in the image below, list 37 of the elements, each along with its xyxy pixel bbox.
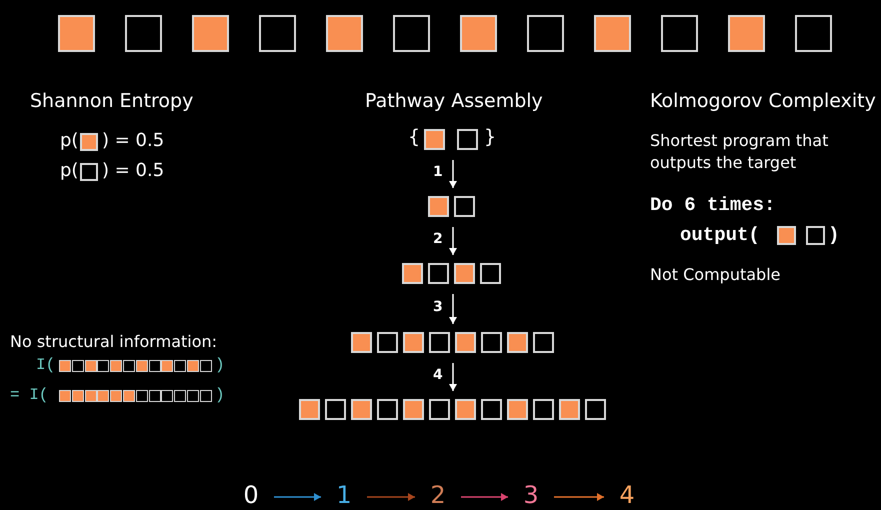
probability-text: p( — [60, 130, 78, 151]
section-heading: Kolmogorov Complexity — [650, 90, 876, 112]
step-number: 4 — [616, 480, 638, 510]
description-text: Shortest program that outputs the target — [650, 130, 830, 174]
arrow — [274, 493, 321, 501]
arrow — [461, 493, 508, 501]
formula-text: = I( — [10, 386, 48, 404]
arrow — [449, 294, 457, 324]
note-text: No structural information: — [10, 332, 218, 351]
square-sequence-drawing — [351, 332, 554, 353]
step-number: 2 — [427, 480, 449, 510]
formula-text: ) — [215, 386, 225, 404]
code-text: ) — [828, 224, 840, 246]
step-number: 3 — [520, 480, 542, 510]
square-sequence-drawing — [428, 196, 475, 217]
probability-text: ) = 0.5 — [102, 130, 164, 151]
section-heading: Pathway Assembly — [365, 90, 543, 112]
brace-text: } — [484, 126, 496, 148]
square-sequence-drawing — [299, 399, 606, 420]
note-text: Not Computable — [650, 265, 780, 284]
step-number: 0 — [240, 480, 262, 510]
brace-text: { — [408, 126, 420, 148]
arrow — [449, 160, 457, 188]
arrow — [449, 363, 457, 391]
square-sequence-drawing — [424, 129, 478, 150]
code-text: output( — [680, 224, 760, 246]
arrow — [449, 227, 457, 255]
arrow — [554, 493, 604, 501]
probability-text: ) = 0.5 — [102, 160, 164, 181]
section-heading: Shannon Entropy — [30, 90, 194, 112]
formula-text: I( — [36, 356, 56, 374]
probability-text: p( — [60, 160, 78, 181]
code-text: Do 6 times: — [650, 194, 776, 216]
arrow — [367, 493, 415, 501]
step-number: 1 — [333, 480, 355, 510]
formula-text: ) — [215, 356, 225, 374]
square-sequence-drawing — [402, 263, 501, 284]
